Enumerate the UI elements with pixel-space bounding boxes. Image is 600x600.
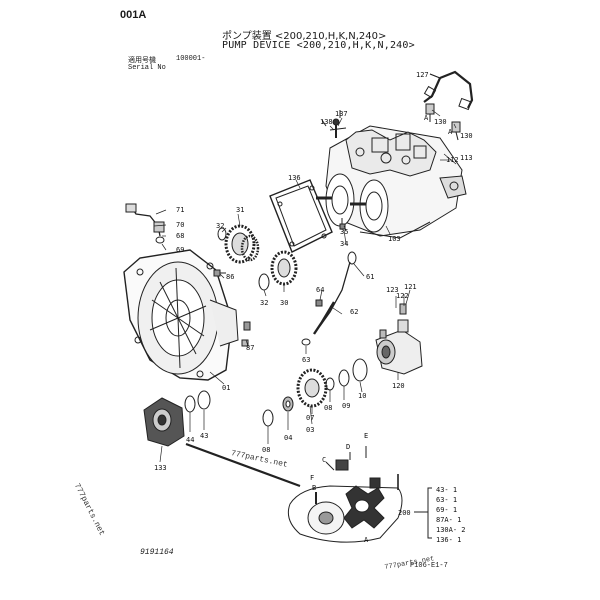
detail-leader (185, 442, 301, 488)
bolt-86 (213, 269, 226, 277)
ring-08b (262, 409, 274, 427)
label-130b: 130 (460, 132, 473, 140)
kit-item: 63- 1 (436, 496, 457, 504)
label-32b: 32 (260, 299, 268, 307)
label-a3: A (364, 536, 369, 544)
label-31: 31 (236, 206, 244, 214)
ring-32a (217, 227, 227, 241)
label-08b: 08 (262, 446, 270, 454)
page-id: 001A (120, 9, 147, 21)
label-69: 69 (176, 246, 184, 254)
serial-value: 100001- (176, 55, 206, 63)
label-86: 86 (226, 273, 234, 281)
label-35: 35 (340, 228, 348, 236)
clamp-64 (315, 299, 323, 307)
label-123: 123 (386, 286, 399, 294)
kit-item: 87A- 1 (436, 516, 461, 524)
label-138: 138 (320, 118, 333, 126)
ring-43 (197, 390, 211, 410)
label-01: 01 (222, 384, 230, 392)
label-44: 44 (186, 436, 194, 444)
label-113: 113 (460, 154, 473, 162)
label-121: 121 (404, 283, 417, 291)
label-68: 68 (176, 232, 184, 240)
label-122: 122 (396, 292, 409, 300)
gear-pump-120 (375, 303, 423, 375)
label-03: 03 (306, 426, 314, 434)
gasket-136 (269, 179, 333, 253)
label-f: F (310, 474, 314, 482)
gear-30 (270, 250, 298, 286)
label-09: 09 (342, 402, 350, 410)
kit-item: 136- 1 (436, 536, 461, 544)
label-87: 87 (246, 344, 254, 352)
coupling-133 (143, 397, 185, 447)
figure-number: 9191164 (140, 548, 174, 557)
label-70: 70 (176, 221, 184, 229)
gear-31 (224, 224, 260, 264)
label-07: 07 (306, 414, 314, 422)
label-c: C (322, 456, 326, 464)
kit-item: 43- 1 (436, 486, 457, 494)
fittings-130 (425, 103, 461, 141)
label-133: 133 (154, 464, 167, 472)
serial-label-english: Serial No (128, 64, 166, 72)
label-61: 61 (366, 273, 374, 281)
ring-10 (352, 358, 368, 382)
sensor-harness (125, 203, 165, 244)
gear-07 (296, 368, 328, 408)
label-64: 64 (316, 286, 324, 294)
coupling-detail-view (287, 446, 403, 543)
label-d: D (346, 443, 350, 451)
ring-32b (258, 273, 270, 291)
label-127: 127 (416, 71, 429, 79)
tube-62 (313, 301, 336, 335)
label-137: 137 (335, 110, 348, 118)
label-a1: A (424, 114, 429, 122)
kit-number: 200 (398, 509, 411, 517)
label-62: 62 (350, 308, 358, 316)
label-30: 30 (280, 299, 288, 307)
label-10: 10 (358, 392, 366, 400)
ring-09 (338, 369, 350, 387)
title-english: PUMP DEVICE <200,210,H,K,N,240> (222, 40, 415, 51)
label-43: 43 (200, 432, 208, 440)
ring-08a (325, 377, 335, 391)
kit-item: 130A- 2 (436, 526, 466, 534)
bolts-137-138 (321, 110, 347, 138)
main-pump-103 (316, 125, 467, 239)
label-a2: A (448, 128, 453, 136)
label-04: 04 (284, 434, 292, 442)
bolt-34-35 (339, 218, 346, 230)
label-08a: 08 (324, 404, 332, 412)
label-e: E (364, 432, 368, 440)
plug-87 (241, 321, 251, 347)
seal-63 (301, 338, 311, 346)
label-b: B (312, 484, 316, 492)
label-112: 112 (446, 156, 459, 164)
ring-44 (184, 395, 196, 413)
label-136: 136 (288, 174, 301, 182)
label-63: 63 (302, 356, 310, 364)
bearing-04 (282, 396, 294, 412)
title-japanese: ポンプ装置 <200,210,H,K,N,240> (222, 31, 387, 42)
leader-lines (153, 73, 457, 463)
serial-label-japanese: 適用号機 (128, 56, 156, 64)
bell-housing-01 (123, 249, 239, 381)
label-34: 34 (340, 240, 348, 248)
label-71: 71 (176, 206, 184, 214)
kit-item: 69- 1 (436, 506, 457, 514)
kit-list: 200 43- 1 63- 1 69- 1 87A- 1 130A- 2 136… (398, 486, 466, 544)
label-120: 120 (392, 382, 405, 390)
label-32a: 32 (216, 222, 224, 230)
label-103: 103 (388, 235, 401, 243)
label-130a: 130 (434, 118, 447, 126)
page-code: P106-E1-7 (410, 562, 448, 570)
part-labels: 127 137 138 A A 130 130 112 113 136 31 3… (154, 71, 473, 544)
kit-bracket (414, 487, 432, 539)
